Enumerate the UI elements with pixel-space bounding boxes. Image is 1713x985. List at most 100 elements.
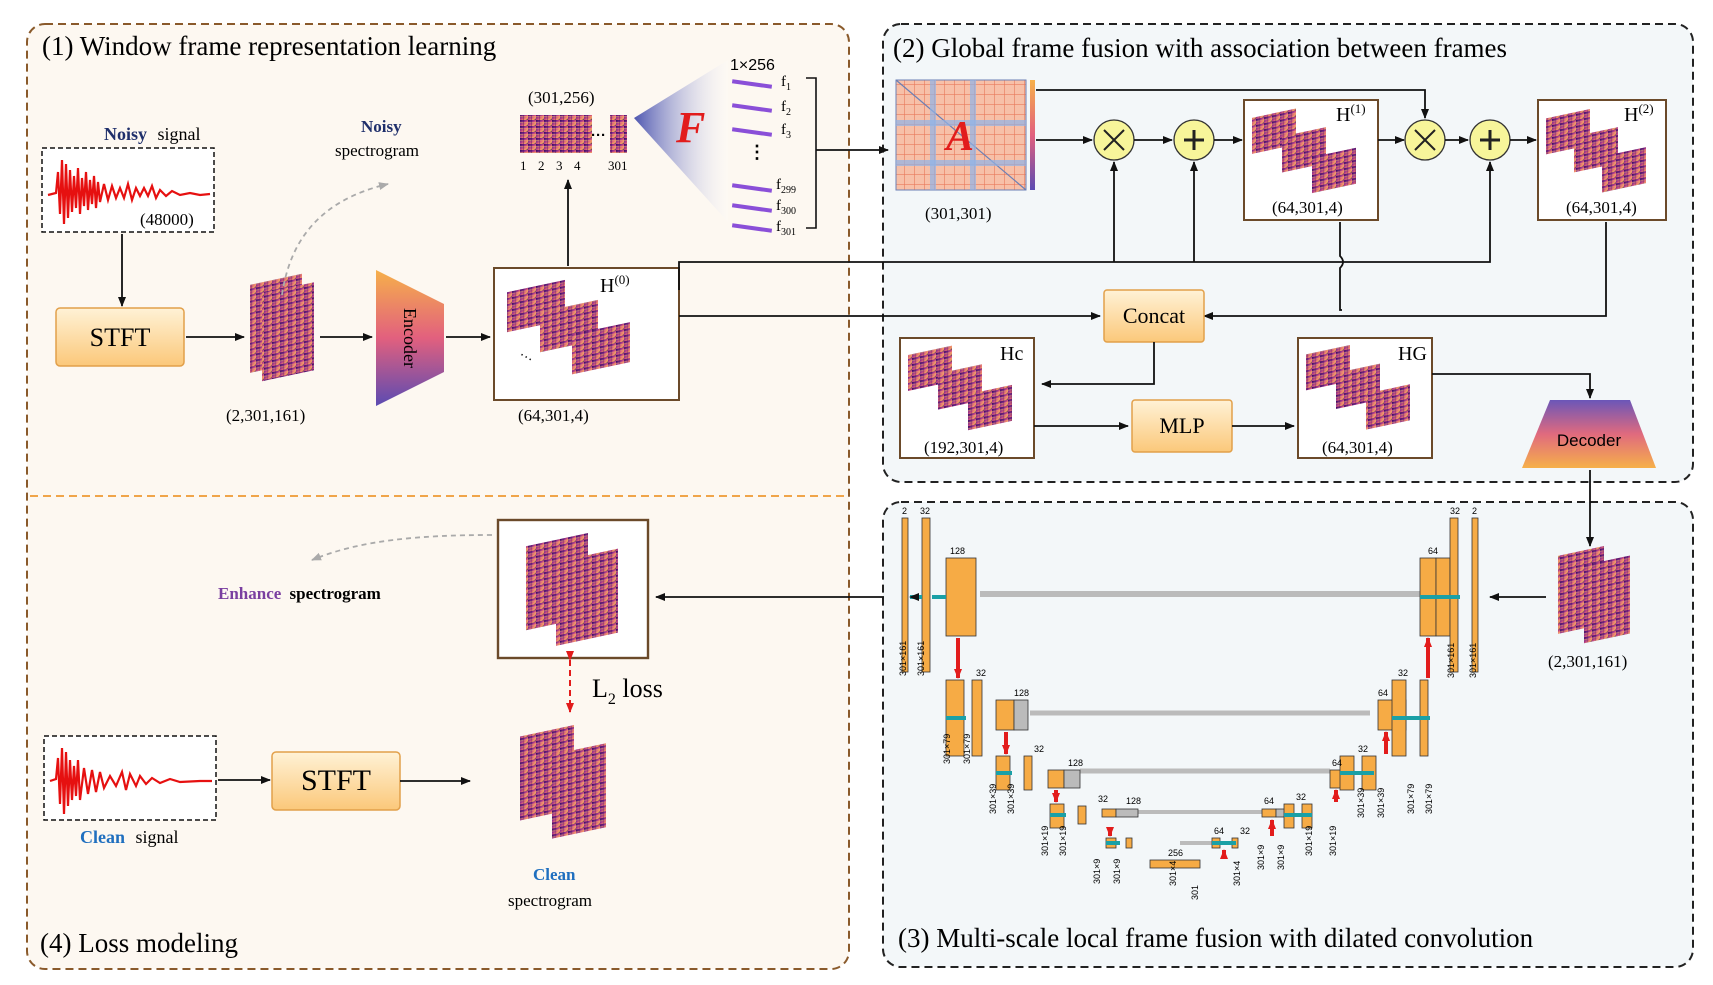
multiply-icon-2 <box>1414 129 1436 151</box>
unet-dim-label: 301 <box>1190 885 1200 900</box>
arrow-to-noisy-spec <box>281 182 389 296</box>
concat-block[interactable]: Concat <box>1103 289 1205 343</box>
unet-dim-label: 301×161 <box>916 641 926 676</box>
arrow-h2-to-concat <box>1203 222 1607 320</box>
unet-channel-label: 64 <box>1214 826 1224 836</box>
unet-dim-label: 301×9 <box>1276 845 1286 870</box>
hc-block: Hc <box>899 337 1035 459</box>
unet-dim-label: 301×161 <box>1446 643 1456 678</box>
clean-signal-rest: signal <box>136 827 179 847</box>
unet-dim-label: 301×161 <box>1468 643 1478 678</box>
frame-idx-3: 3 <box>556 158 563 173</box>
stft-spectrogram <box>250 273 314 382</box>
decoder-block[interactable]: Decoder <box>1522 400 1656 468</box>
projection-fan <box>634 60 728 222</box>
svg-text:H(0): H(0) <box>600 272 630 297</box>
unet-dim-label: 301×19 <box>1304 826 1314 856</box>
frame-idx-2: 2 <box>538 158 545 173</box>
svg-text:Clean signal: Clean signal <box>80 827 179 847</box>
hg-block: HG <box>1297 337 1433 459</box>
unet-channel-label: 32 <box>1358 744 1368 754</box>
enhance-rest: spectrogram <box>290 584 381 603</box>
frame-idx-4: 4 <box>574 158 581 173</box>
mlp-block[interactable]: MLP <box>1131 399 1233 453</box>
stft-block-bottom[interactable]: STFT <box>271 751 401 811</box>
F-symbol: F <box>675 103 705 152</box>
h0-sup: (0) <box>614 272 629 287</box>
unet-channel-label: 32 <box>920 506 930 516</box>
encoder-block[interactable]: Encoder <box>376 270 444 406</box>
frame-sequence: (301,256) ··· 1 2 3 4 301 <box>520 88 628 173</box>
concat-label: Concat <box>1123 303 1185 328</box>
h2-sup: (2) <box>1638 101 1653 116</box>
noisy-signal-word: Noisy <box>104 124 147 144</box>
h1-label: H <box>1336 104 1350 126</box>
line-h1-down <box>1339 222 1344 311</box>
loss-rest: loss <box>616 674 663 703</box>
svg-text:f1: f1 <box>781 74 791 93</box>
hg-label: HG <box>1398 343 1427 365</box>
unet-dim-label: 301×9 <box>1112 859 1122 884</box>
unet-dim-label: 301×9 <box>1256 845 1266 870</box>
unet-channel-label: 2 <box>1472 506 1477 516</box>
frames-shape: (301,256) <box>528 88 595 107</box>
h2-shape: (64,301,4) <box>1566 198 1637 217</box>
clean-signal: Clean signal <box>43 735 217 847</box>
attention-matrix: A <box>895 79 1035 191</box>
multiply-icon-1 <box>1103 129 1125 151</box>
frame-idx-last: 301 <box>608 158 628 173</box>
unet-dim-label: 301×39 <box>988 784 998 814</box>
frames-dots: ··· <box>591 127 606 144</box>
unet-channel-label: 64 <box>1332 758 1342 768</box>
stft-block-top[interactable]: STFT <box>55 307 185 367</box>
line-h0-to-add2 <box>678 161 1494 290</box>
svg-text:H(2): H(2) <box>1624 101 1654 126</box>
h1-sup: (1) <box>1350 101 1365 116</box>
h1-shape: (64,301,4) <box>1272 198 1343 217</box>
svg-text:···: ··· <box>517 346 537 367</box>
arrow-to-enhance-label <box>311 534 493 561</box>
decoder-output-spec <box>1558 546 1630 644</box>
unet-channel-label: 32 <box>1098 794 1108 804</box>
h0-block: ··· H(0) <box>493 267 680 401</box>
feature-vectors: f1 f2 f3 ⋮ f299 f300 f301 <box>731 74 817 238</box>
add-icon-2 <box>1480 130 1500 150</box>
panel-3-frame <box>882 501 1694 968</box>
frame-idx-1: 1 <box>520 158 527 173</box>
enhance-word: Enhance <box>218 584 282 603</box>
svg-text:f301: f301 <box>776 219 796 238</box>
unet-channel-label: 32 <box>1240 826 1250 836</box>
stft-label-top: STFT <box>90 323 151 352</box>
unet-channel-label: 2 <box>902 506 907 516</box>
clean-spec-word: Clean <box>533 865 576 884</box>
svg-text:f300: f300 <box>776 198 796 217</box>
svg-text:f299: f299 <box>776 177 796 196</box>
panel-4-title: (4) Loss modeling <box>40 928 238 958</box>
loss-L: L <box>592 674 608 703</box>
unet-channel-label: 256 <box>1168 848 1183 858</box>
clean-spec-rest: spectrogram <box>508 891 592 910</box>
unet-dim-label: 301×79 <box>942 734 952 764</box>
unet-channel-label: 128 <box>1068 758 1083 768</box>
noisy-spec-rest: spectrogram <box>335 141 419 160</box>
unet-channel-label: 64 <box>1264 796 1274 806</box>
unet <box>901 517 1479 869</box>
unet-dim-label: 301×79 <box>962 734 972 764</box>
panel-1-title: (1) Window frame representation learning <box>42 31 496 61</box>
hc-label: Hc <box>1000 343 1023 365</box>
unet-channel-label: 128 <box>950 546 965 556</box>
unet-dim-label: 301×9 <box>1092 859 1102 884</box>
unet-channel-label: 32 <box>1296 792 1306 802</box>
attention-shape: (301,301) <box>925 204 992 223</box>
dec-out-shape: (2,301,161) <box>1548 652 1627 671</box>
h0-label: H <box>600 275 614 297</box>
arrow-concat-to-hc <box>1041 342 1155 388</box>
panel-3-title: (3) Multi-scale local frame fusion with … <box>898 923 1534 953</box>
unet-dim-label: 301×4 <box>1168 861 1178 886</box>
unet-channel-label: 128 <box>1014 688 1029 698</box>
svg-text:f3: f3 <box>781 122 791 141</box>
noisy-length: (48000) <box>140 210 194 229</box>
noisy-spec-word: Noisy <box>361 117 402 136</box>
unet-dim-label: 301×19 <box>1040 826 1050 856</box>
